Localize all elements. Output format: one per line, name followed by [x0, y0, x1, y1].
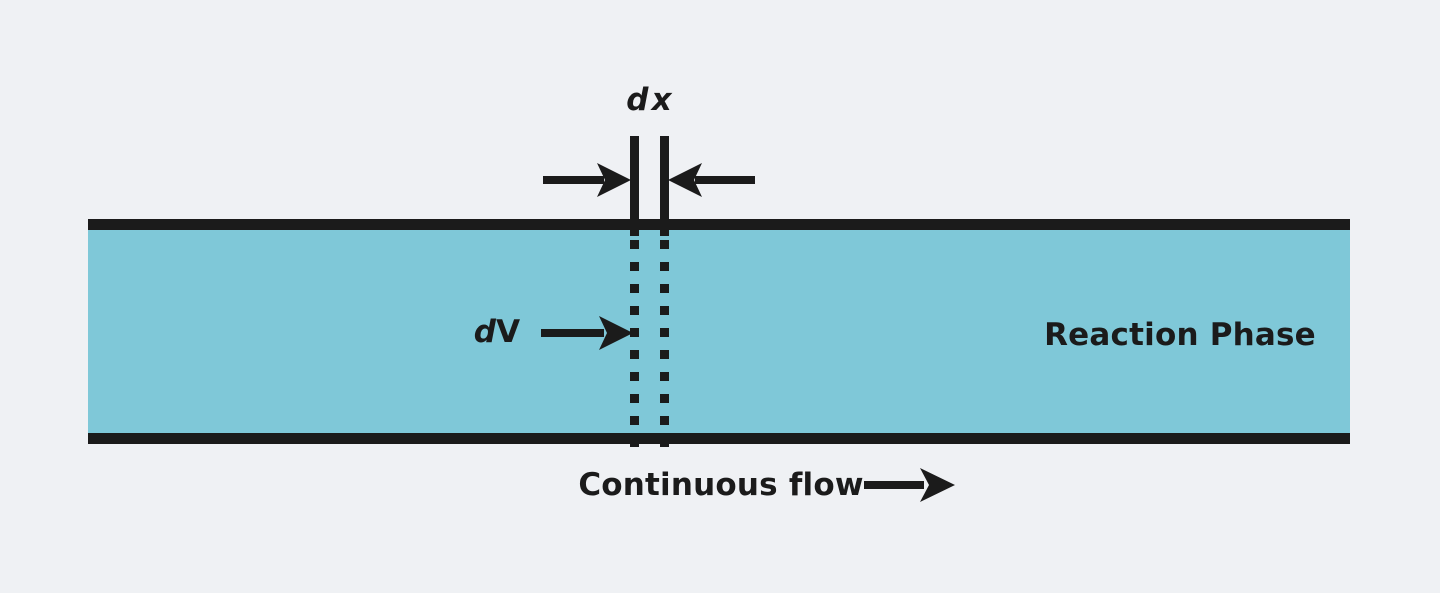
- dx-label-d: d: [626, 82, 649, 118]
- continuous-flow-label: Continuous flow: [578, 467, 864, 503]
- dv-label-d: d: [473, 314, 497, 350]
- dx-right-tick: [660, 136, 669, 236]
- dx-left-tick: [630, 136, 639, 236]
- dv-arrow: [541, 316, 633, 350]
- reaction-phase-label: Reaction Phase: [1044, 317, 1316, 353]
- reactor-tube: [88, 219, 1350, 444]
- dv-label: dV: [474, 314, 521, 350]
- dx-label-x: x: [651, 82, 672, 118]
- dx-label: dx: [626, 82, 672, 118]
- dx-right-arrow: [668, 163, 755, 197]
- dv-label-v: V: [496, 314, 521, 350]
- flow-direction-arrow: [864, 468, 955, 502]
- dx-left-arrow: [543, 163, 631, 197]
